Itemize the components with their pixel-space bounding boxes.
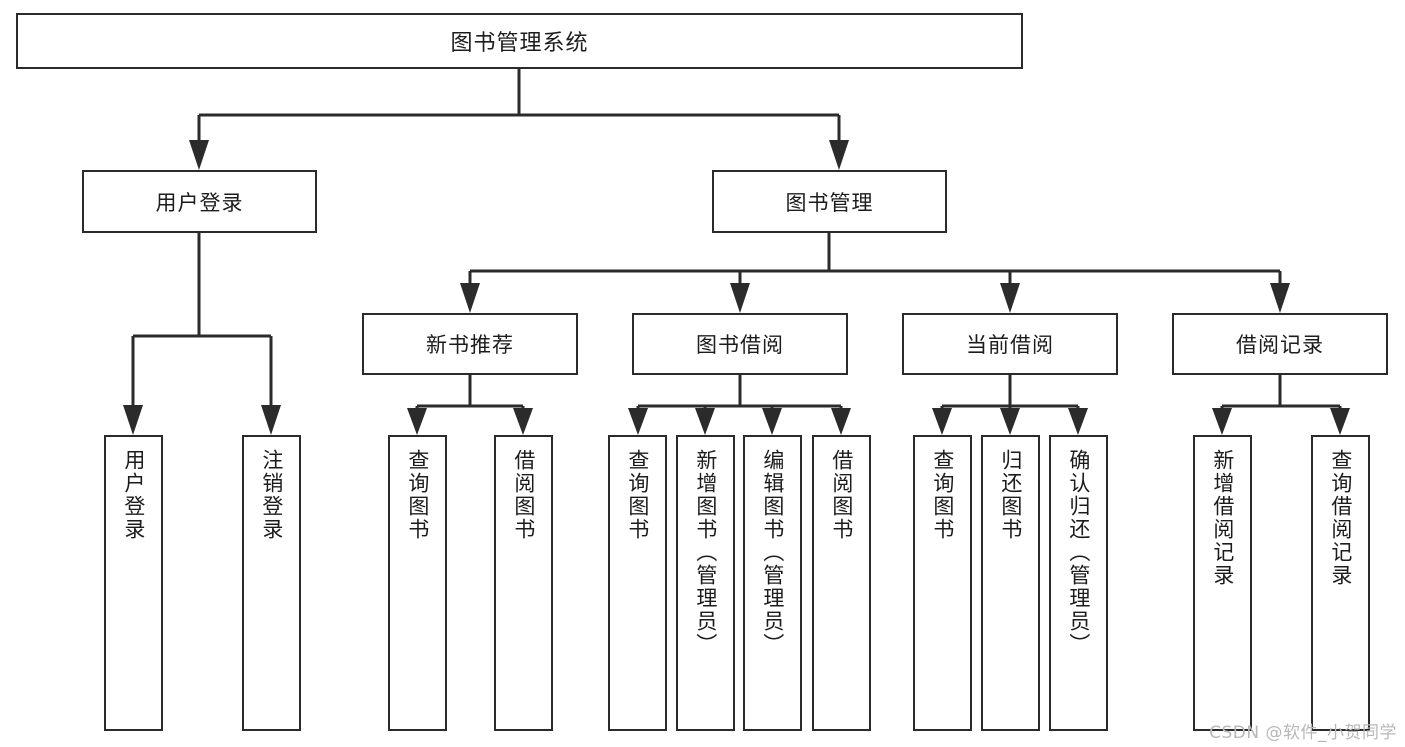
arrowhead-userlogin-leaf1: [123, 405, 143, 435]
node-label: 借阅图书: [829, 449, 854, 541]
node-borrow-record[interactable]: 借阅记录: [1172, 313, 1388, 375]
leaf-confirm-return-admin[interactable]: 确认归还（管理员）: [1049, 435, 1108, 731]
arrowhead-bookborrow-leaf4: [831, 408, 851, 435]
leaf-search-book-current[interactable]: 查询图书: [913, 435, 972, 731]
node-label: 查询图书: [930, 449, 955, 541]
leaf-borrow-book-recommend[interactable]: 借阅图书: [494, 435, 553, 731]
arrowhead-bookborrow-leaf2: [695, 408, 715, 435]
arrowhead-borrow-record: [1270, 283, 1290, 313]
arrowhead-current-leaf3: [1068, 408, 1088, 435]
leaf-search-book-recommend[interactable]: 查询图书: [388, 435, 447, 731]
node-label: 归还图书: [998, 449, 1023, 541]
node-label: 编辑图书（管理员）: [760, 449, 785, 656]
leaf-logout[interactable]: 注销登录: [242, 435, 301, 731]
node-user-login[interactable]: 用户登录: [82, 170, 317, 233]
arrowhead-current-leaf1: [932, 408, 952, 435]
node-label: 当前借阅: [966, 333, 1054, 357]
node-label: 查询借阅记录: [1328, 449, 1353, 587]
node-current-borrow[interactable]: 当前借阅: [902, 313, 1118, 375]
node-label: 新书推荐: [426, 333, 514, 357]
node-label: 新增图书（管理员）: [693, 449, 718, 656]
node-label: 图书管理: [785, 190, 874, 215]
node-label: 图书借阅: [696, 333, 784, 357]
arrowhead-book-borrow: [730, 283, 750, 313]
leaf-add-book-admin[interactable]: 新增图书（管理员）: [676, 435, 735, 731]
leaf-user-login[interactable]: 用户登录: [104, 435, 163, 731]
node-label: 借阅记录: [1236, 333, 1324, 357]
node-label: 查询图书: [625, 449, 650, 541]
node-label: 用户登录: [155, 190, 244, 215]
watermark-text: CSDN @软件_小贺同学: [1209, 723, 1397, 743]
leaf-search-book-borrow[interactable]: 查询图书: [608, 435, 667, 731]
node-root-system[interactable]: 图书管理系统: [16, 13, 1023, 69]
node-label: 借阅图书: [511, 449, 536, 541]
arrowhead-record-leaf2: [1330, 408, 1350, 435]
node-label: 用户登录: [121, 449, 146, 541]
arrowhead-bookborrow-leaf3: [762, 408, 782, 435]
leaf-add-borrow-record[interactable]: 新增借阅记录: [1193, 435, 1252, 731]
arrowhead-record-leaf1: [1212, 408, 1232, 435]
node-label: 查询图书: [405, 449, 430, 541]
arrowhead-newbook-leaf1: [407, 408, 427, 435]
arrowhead-current-leaf2: [1000, 408, 1020, 435]
leaf-edit-book-admin[interactable]: 编辑图书（管理员）: [743, 435, 802, 731]
arrowheads: [123, 140, 1350, 435]
node-label: 注销登录: [259, 449, 284, 541]
leaf-borrow-book[interactable]: 借阅图书: [812, 435, 871, 731]
node-new-book-recommend[interactable]: 新书推荐: [362, 313, 578, 375]
leaf-search-borrow-record[interactable]: 查询借阅记录: [1311, 435, 1370, 731]
leaf-return-book[interactable]: 归还图书: [981, 435, 1040, 731]
arrowhead-book-mgmt: [829, 140, 849, 170]
arrowhead-current-borrow: [1000, 283, 1020, 313]
node-book-borrow[interactable]: 图书借阅: [632, 313, 848, 375]
node-label: 确认归还（管理员）: [1066, 449, 1091, 656]
node-label: 新增借阅记录: [1210, 449, 1235, 587]
arrowhead-new-book: [460, 283, 480, 313]
arrowhead-newbook-leaf2: [513, 408, 533, 435]
arrowhead-userlogin-leaf2: [261, 405, 281, 435]
node-label: 图书管理系统: [450, 31, 589, 56]
arrowhead-bookborrow-leaf1: [628, 408, 648, 435]
arrowhead-user-login: [189, 140, 209, 170]
node-book-management[interactable]: 图书管理: [712, 170, 947, 233]
